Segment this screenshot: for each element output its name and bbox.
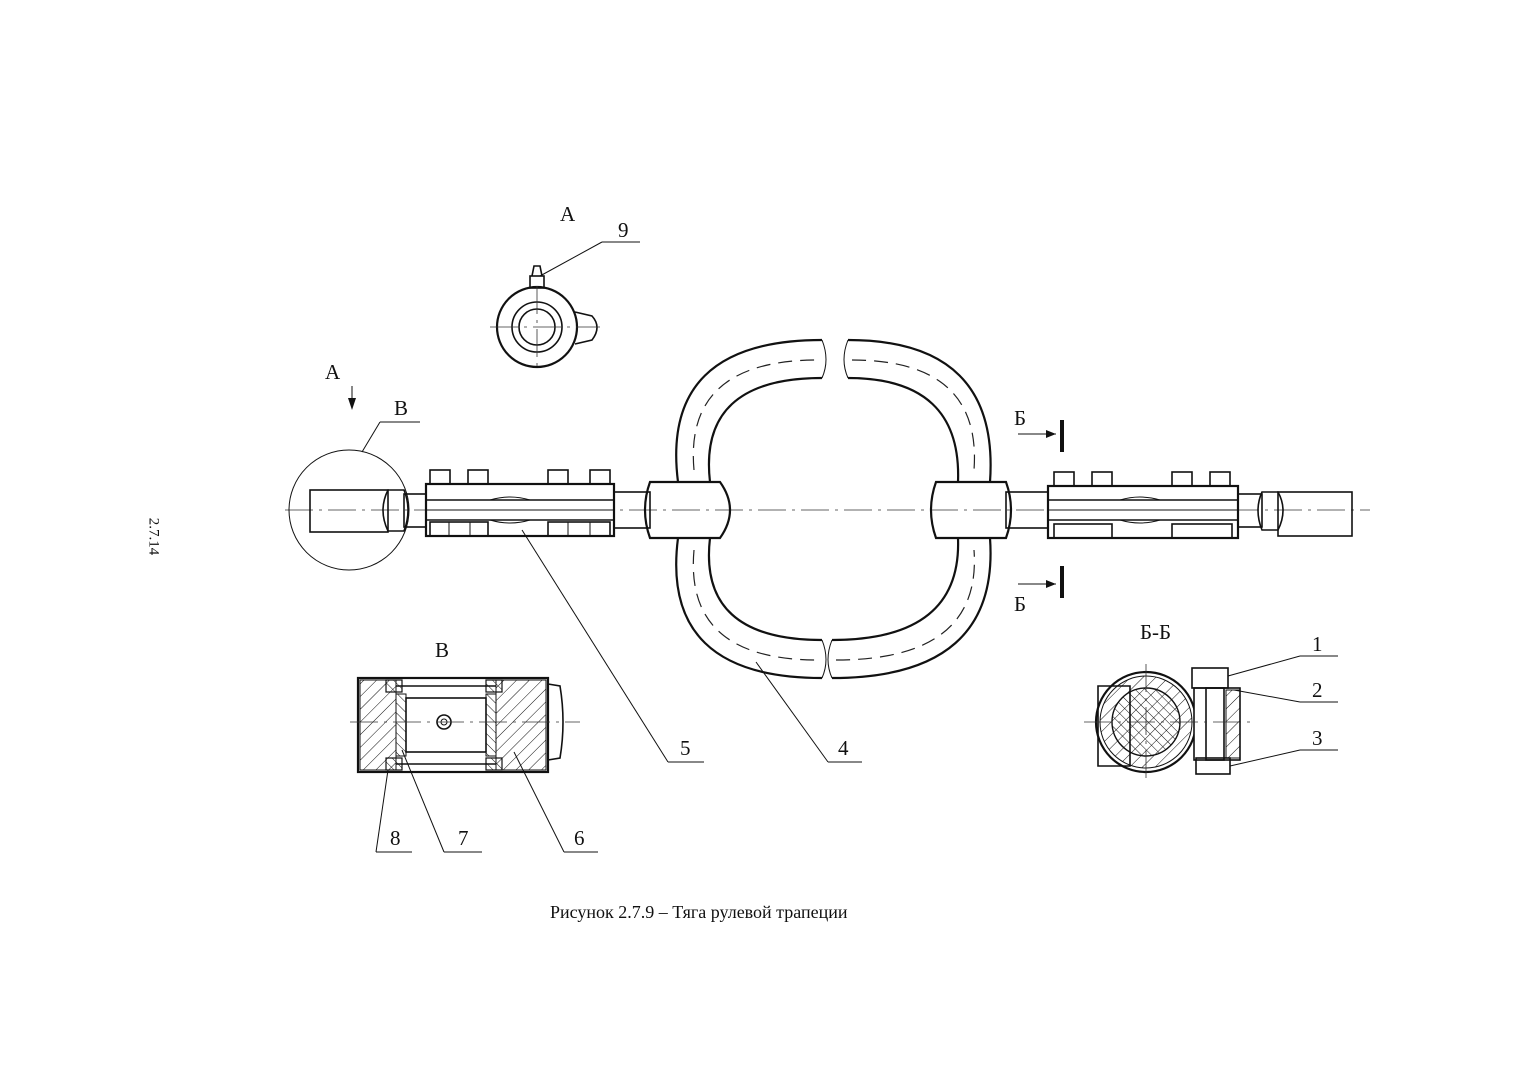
- section-marks: [1018, 420, 1064, 598]
- figure-caption: Рисунок 2.7.9 – Тяга рулевой трапеции: [550, 902, 848, 922]
- callout-1: 1: [1312, 632, 1323, 656]
- bent-tube: [675, 338, 992, 680]
- left-clamp-sleeve: [424, 469, 651, 538]
- view-v-title: В: [435, 638, 450, 662]
- section-bb: [1084, 664, 1250, 782]
- callout-5: 5: [680, 736, 691, 760]
- callout-6: 6: [574, 826, 585, 850]
- view-a-eye: [490, 265, 600, 372]
- callout-3: 3: [1312, 726, 1323, 750]
- view-a-title: А: [560, 202, 576, 226]
- detail-v-section: [350, 676, 580, 774]
- callout-8: 8: [390, 826, 401, 850]
- view-a-arrow: [348, 386, 356, 410]
- callout-4: 4: [838, 736, 849, 760]
- right-clamp-sleeve: [1005, 471, 1240, 540]
- side-code: 2.7.14: [145, 517, 162, 556]
- callout-7: 7: [458, 826, 469, 850]
- callout-9: 9: [618, 218, 629, 242]
- view-a-arrow-label: А: [325, 360, 341, 384]
- callout-2: 2: [1312, 678, 1323, 702]
- section-bb-title: Б-Б: [1140, 620, 1172, 644]
- section-b-bottom-label: Б: [1014, 592, 1027, 616]
- right-rod-end: [1237, 491, 1353, 537]
- right-tube-hub: [929, 480, 1013, 540]
- callout-leaders: [361, 241, 1338, 853]
- left-tube-hub: [643, 480, 731, 540]
- detail-v-circle: [288, 449, 410, 571]
- section-b-top-label: Б: [1014, 406, 1027, 430]
- view-v-callout-label: В: [394, 396, 409, 420]
